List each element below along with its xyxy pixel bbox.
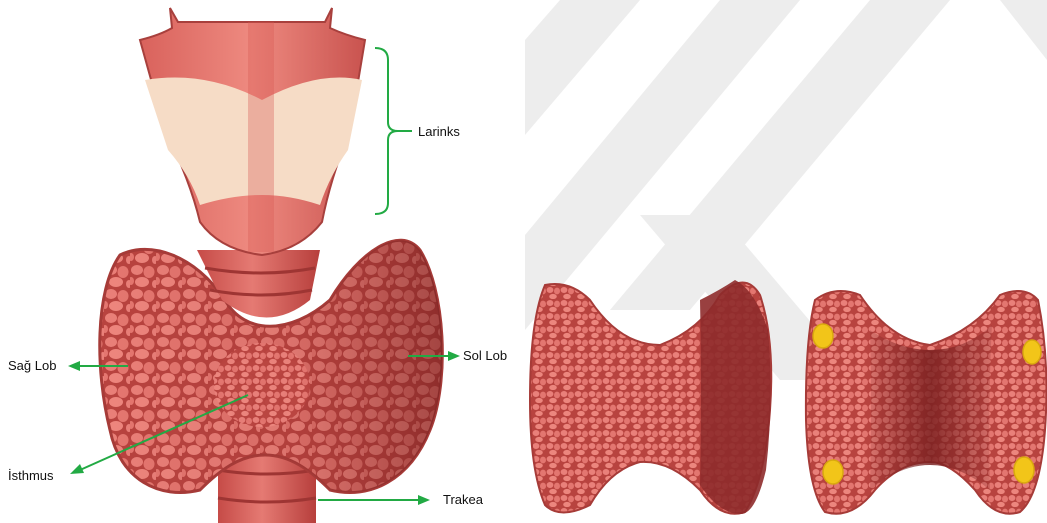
left-lobe-label: Sol Lob bbox=[463, 348, 507, 363]
isthmus-label: İsthmus bbox=[8, 468, 54, 483]
larynx bbox=[140, 8, 365, 255]
larynx-label: Larinks bbox=[418, 124, 460, 139]
thyroid-front-view bbox=[68, 8, 460, 523]
trachea-label: Trakea bbox=[443, 492, 483, 507]
larynx-bracket bbox=[375, 48, 398, 214]
right-lobe-label: Sağ Lob bbox=[8, 358, 56, 373]
thyroid-side-view bbox=[530, 280, 771, 514]
thyroid-back-view bbox=[806, 291, 1047, 514]
